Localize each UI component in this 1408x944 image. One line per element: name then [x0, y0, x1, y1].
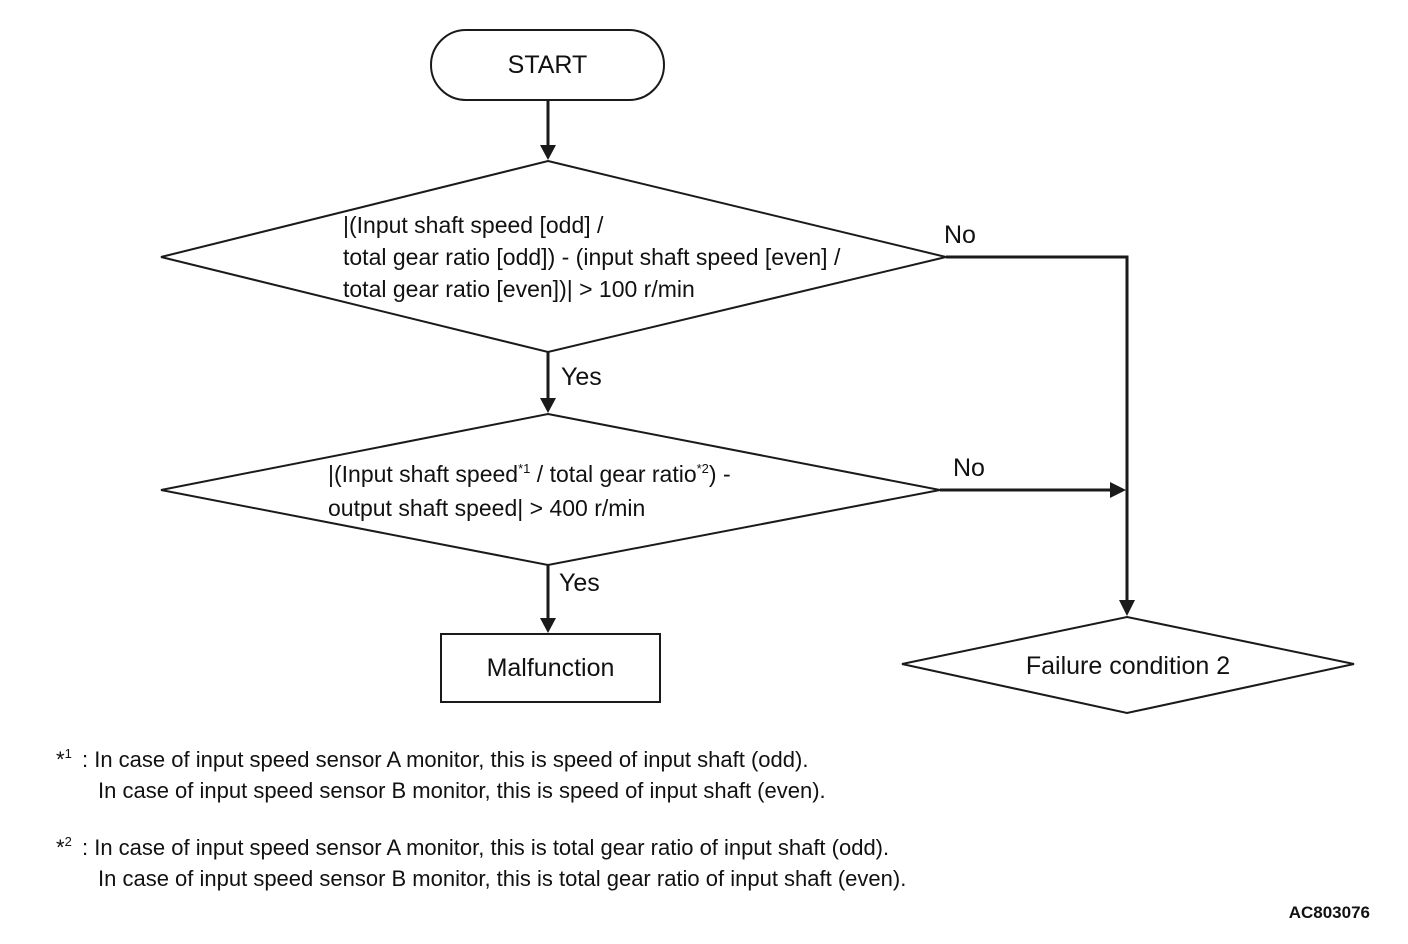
start-label: START [507, 51, 588, 79]
decision-2-line-2: output shaft speed| > 400 r/min [328, 495, 646, 521]
malfunction-label: Malfunction [486, 654, 615, 682]
decision-1-yes-label: Yes [561, 363, 602, 391]
decision-1-line-2: total gear ratio [odd]) - (input shaft s… [343, 244, 841, 270]
footnote-2-line-2: In case of input speed sensor B monitor,… [98, 866, 907, 891]
footnote-ref-1: *1 [518, 461, 531, 476]
decision-2-line-1-part-b: / total gear ratio [530, 461, 697, 487]
footnote-2: *2 : In case of input speed sensor A mon… [56, 833, 1156, 895]
decision-1-line-1: |(Input shaft speed [odd] / [343, 212, 604, 238]
arrowhead-decision2-yes [540, 618, 556, 633]
footnote-1-mark: *1 [56, 746, 72, 772]
arrowhead-decision2-no [1110, 482, 1126, 498]
decision-2-no-label: No [953, 454, 985, 482]
reference-code: AC803076 [1288, 903, 1370, 922]
decision-1-line-3: total gear ratio [even])| > 100 r/min [343, 276, 695, 302]
arrow-decision1-no [946, 255, 1129, 602]
failure-condition-shape [901, 615, 1355, 715]
decision-2-line-1-part-a: |(Input shaft speed [328, 461, 519, 487]
decision-2-yes-label: Yes [559, 569, 600, 597]
arrowhead-to-failure [1119, 600, 1135, 616]
decision-2-line-1-part-c: ) - [708, 461, 731, 487]
footnote-1: *1 : In case of input speed sensor A mon… [56, 745, 1056, 807]
decision-2-line-1: |(Input shaft speed*1 / total gear ratio… [328, 458, 731, 490]
decision-1-no-label: No [944, 221, 976, 249]
malfunction-box [440, 633, 661, 703]
footnote-ref-2: *2 [696, 461, 709, 476]
arrowhead-decision1-yes [540, 398, 556, 413]
footnote-1-line-1: : In case of input speed sensor A monito… [82, 747, 809, 772]
footnote-2-mark: *2 [56, 834, 72, 860]
footnote-1-line-2: In case of input speed sensor B monitor,… [98, 778, 826, 803]
arrowhead-start-to-decision1 [540, 145, 556, 160]
failure-condition-label: Failure condition 2 [1025, 652, 1231, 680]
footnote-2-line-1: : In case of input speed sensor A monito… [82, 835, 890, 860]
